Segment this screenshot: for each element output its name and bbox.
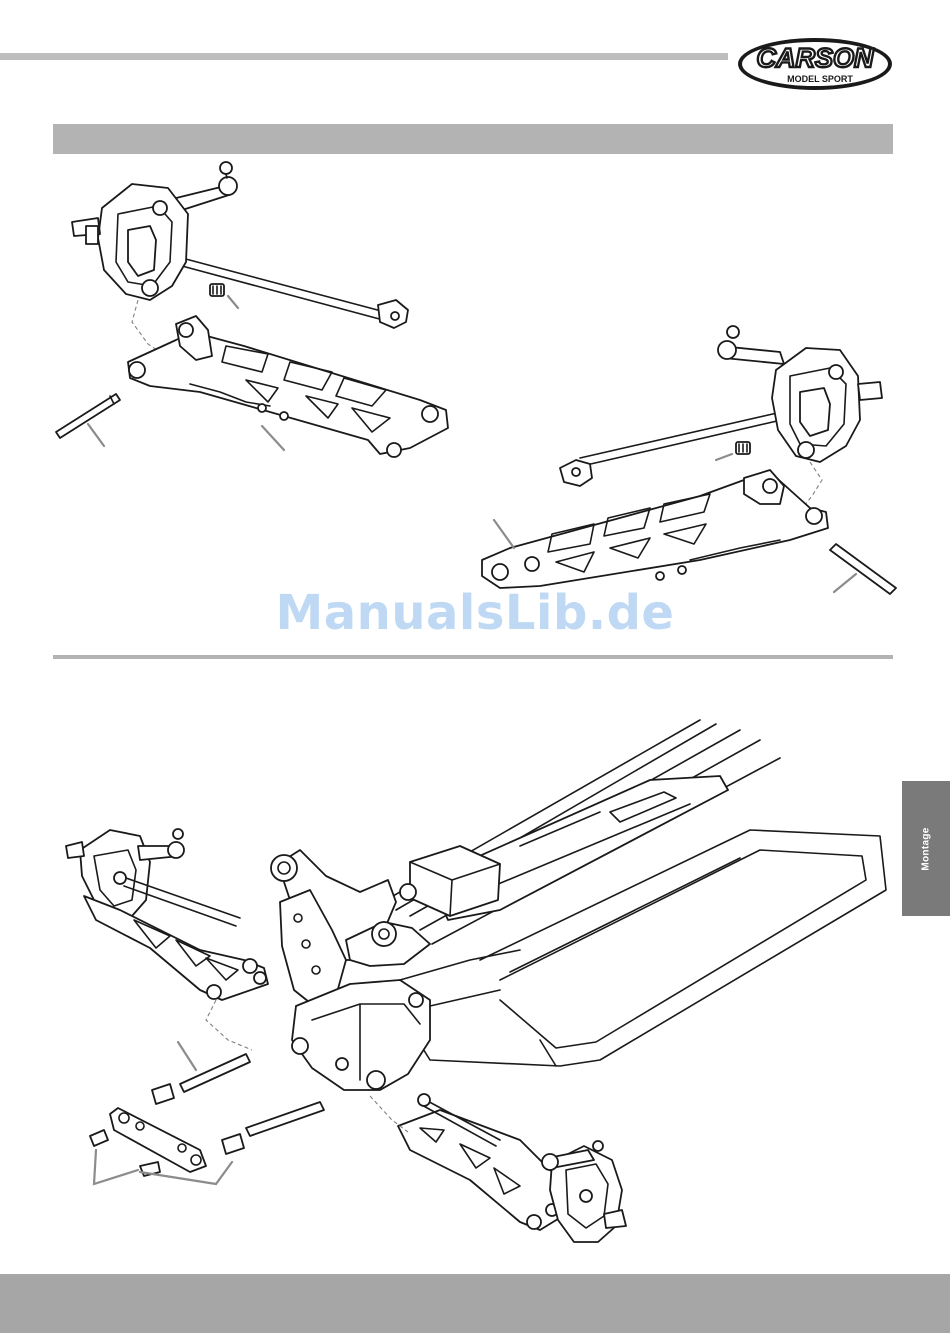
- left-front-hub-and-lower-arm-exploded: [56, 162, 448, 457]
- right-front-hub-and-lower-arm-exploded: [482, 326, 896, 594]
- watermark: ManualsLib.de: [0, 585, 950, 641]
- chassis-front-suspension-assembly: [66, 720, 886, 1242]
